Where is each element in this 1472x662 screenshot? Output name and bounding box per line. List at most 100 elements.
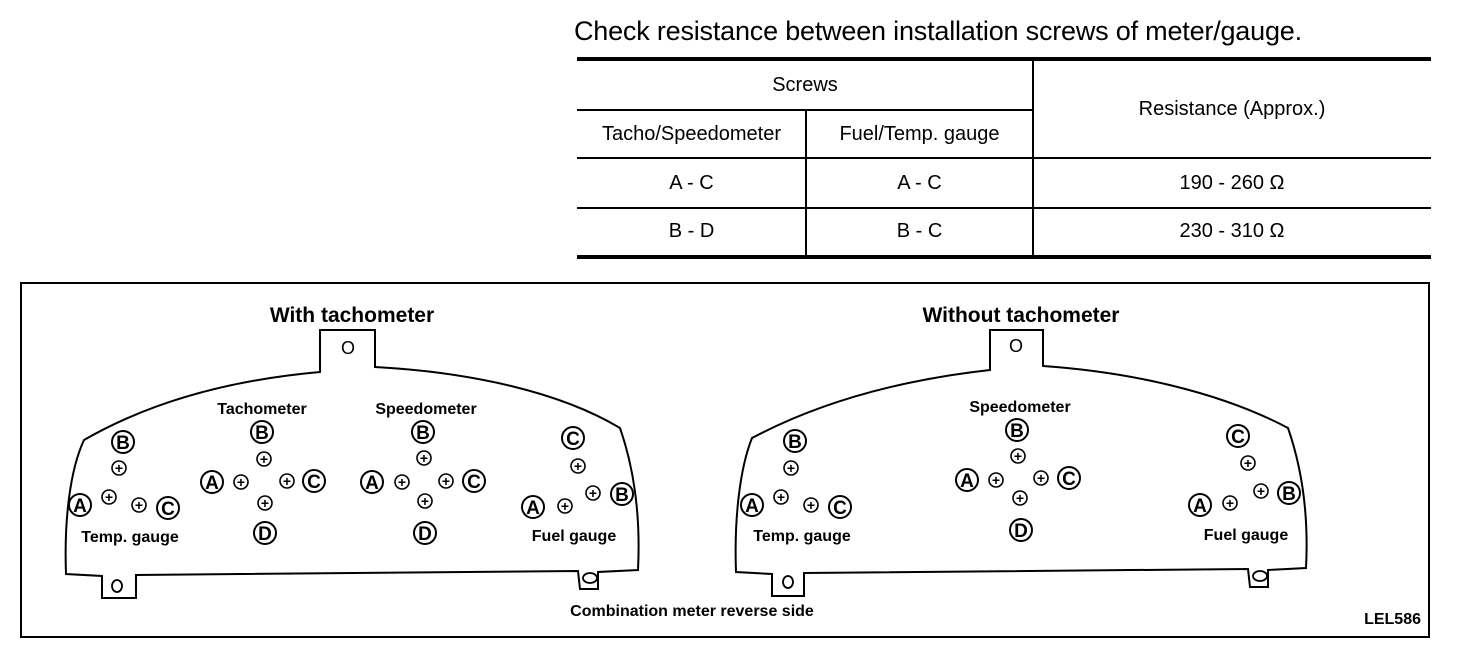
header-fuel-temp-gauge: Fuel/Temp. gauge [839,123,1000,145]
svg-text:C: C [1062,469,1076,490]
table-col-divider-1 [805,110,807,257]
screw-terminal-b: B [1005,418,1029,442]
svg-text:+: + [1037,470,1045,486]
svg-text:+: + [787,460,795,476]
screw-icon: + [233,474,249,490]
svg-text:+: + [1014,448,1022,464]
svg-text:+: + [283,473,291,489]
screw-terminal-c: C [462,469,486,493]
screw-icon: + [1033,470,1049,486]
svg-text:+: + [589,485,597,501]
svg-text:+: + [237,474,245,490]
screw-terminal-c: C [156,496,180,520]
screw-terminal-a: A [521,495,545,519]
header-tacho-speedometer: Tacho/Speedometer [601,123,781,145]
svg-text:+: + [135,497,143,513]
svg-text:B: B [615,485,629,506]
tab-hole: O [1009,336,1023,356]
svg-text:A: A [526,498,540,519]
svg-text:C: C [307,472,321,493]
screw-icon: + [131,497,147,513]
svg-text:+: + [561,498,569,514]
svg-text:A: A [745,496,759,517]
screw-terminal-b: B [111,430,135,454]
screw-terminal-c: C [1226,424,1250,448]
label-speedometer: Speedometer [375,401,476,418]
svg-text:+: + [398,474,406,490]
screw-icon: + [394,474,410,490]
mount-hole [582,572,598,584]
screw-terminal-a: A [955,468,979,492]
table-cell: 230 - 310 Ω [1179,220,1285,242]
label-temp-gauge: Temp. gauge [81,529,179,546]
table-cell: B - C [896,220,943,242]
svg-text:+: + [260,451,268,467]
label-tachometer: Tachometer [217,401,307,418]
screw-terminal-a: A [200,470,224,494]
table-col-divider-2 [1032,59,1034,257]
screw-icon: + [101,489,117,505]
svg-text:+: + [420,450,428,466]
screw-icon: + [1010,448,1026,464]
meter-outline-with-tach [64,329,640,599]
svg-text:B: B [788,432,802,453]
screw-terminal-b: B [411,420,435,444]
tab-hole: O [341,338,355,358]
screw-icon: + [783,460,799,476]
screw-terminal-d: D [253,521,277,545]
screw-terminal-c: C [302,469,326,493]
diagram-caption: Combination meter reverse side [570,603,814,620]
screw-terminal-b: B [610,482,634,506]
svg-text:B: B [1282,484,1296,505]
screw-icon: + [557,498,573,514]
diagram-frame [20,282,1430,638]
label-fuel-gauge: Fuel gauge [532,528,617,545]
screw-terminal-a: A [360,470,384,494]
screw-terminal-d: D [413,521,437,545]
svg-text:+: + [115,460,123,476]
svg-text:B: B [255,423,269,444]
svg-text:A: A [960,471,974,492]
screw-icon: + [416,450,432,466]
screw-icon: + [988,472,1004,488]
svg-text:A: A [73,496,87,517]
mount-hole [1252,570,1268,582]
table-top-rule [577,57,1431,61]
svg-text:D: D [418,524,432,545]
page-title: Check resistance between installation sc… [574,16,1302,46]
header-screws: Screws [772,74,838,96]
svg-text:+: + [992,472,1000,488]
table-cell: B - D [668,220,715,242]
screw-terminal-d: D [1009,518,1033,542]
screw-icon: + [111,460,127,476]
screw-icon: + [417,493,433,509]
svg-text:+: + [1226,495,1234,511]
screw-terminal-a: A [1188,493,1212,517]
svg-text:+: + [442,473,450,489]
screw-icon: + [773,489,789,505]
svg-text:+: + [574,458,582,474]
table-bottom-rule [577,255,1431,259]
mount-hole [782,575,794,589]
svg-text:+: + [1257,483,1265,499]
label-temp-gauge: Temp. gauge [753,528,851,545]
header-resistance: Resistance (Approx.) [1138,98,1326,120]
svg-text:A: A [205,473,219,494]
table-row-rule [577,207,1431,209]
svg-text:C: C [161,499,175,520]
heading-without-tachometer: Without tachometer [923,304,1120,327]
screw-terminal-c: C [828,495,852,519]
svg-text:B: B [416,423,430,444]
svg-text:+: + [777,489,785,505]
svg-text:A: A [1193,496,1207,517]
svg-text:C: C [566,429,580,450]
meter-outline-without-tach [734,329,1308,597]
svg-text:B: B [116,433,130,454]
screw-terminal-b: B [250,420,274,444]
svg-text:+: + [105,489,113,505]
screw-icon: + [585,485,601,501]
label-fuel-gauge: Fuel gauge [1204,527,1289,544]
screw-terminal-c: C [1057,466,1081,490]
svg-text:C: C [467,472,481,493]
